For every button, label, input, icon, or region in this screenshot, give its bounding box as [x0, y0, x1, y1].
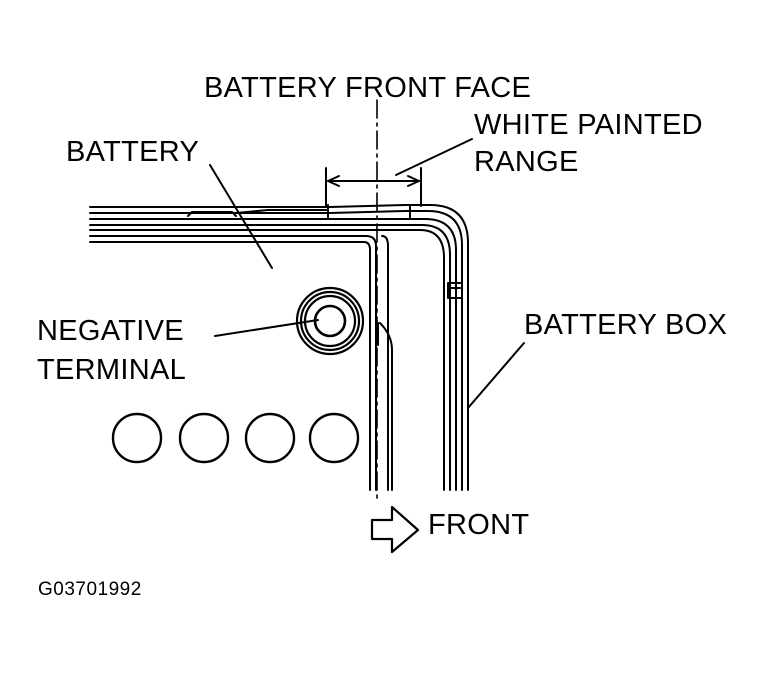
- battery-box-wall: [89, 204, 469, 491]
- white-painted-range-dimension: [325, 167, 422, 207]
- front-arrow-icon: [370, 505, 420, 554]
- negative-terminal: [295, 286, 365, 356]
- label-front: FRONT: [428, 509, 530, 541]
- label-battery-front-face: BATTERY FRONT FACE: [204, 72, 532, 104]
- battery-case: [89, 235, 393, 491]
- leader-white-painted: [395, 138, 473, 176]
- vent-caps: [111, 412, 360, 464]
- label-white-painted-line2: RANGE: [474, 146, 579, 178]
- leader-battery-box: [467, 342, 525, 409]
- label-battery-box: BATTERY BOX: [524, 309, 728, 341]
- leader-battery: [209, 164, 273, 269]
- top-wall-steps: [187, 204, 411, 220]
- box-clip: [447, 282, 463, 299]
- figure-code: G03701992: [38, 579, 142, 600]
- label-white-painted-line1: WHITE PAINTED: [474, 109, 703, 141]
- leader-negative-terminal: [214, 319, 319, 337]
- label-negative-line2: TERMINAL: [37, 354, 187, 386]
- leader-lines: [209, 138, 525, 409]
- label-battery: BATTERY: [66, 136, 200, 168]
- label-negative-line1: NEGATIVE: [37, 315, 184, 347]
